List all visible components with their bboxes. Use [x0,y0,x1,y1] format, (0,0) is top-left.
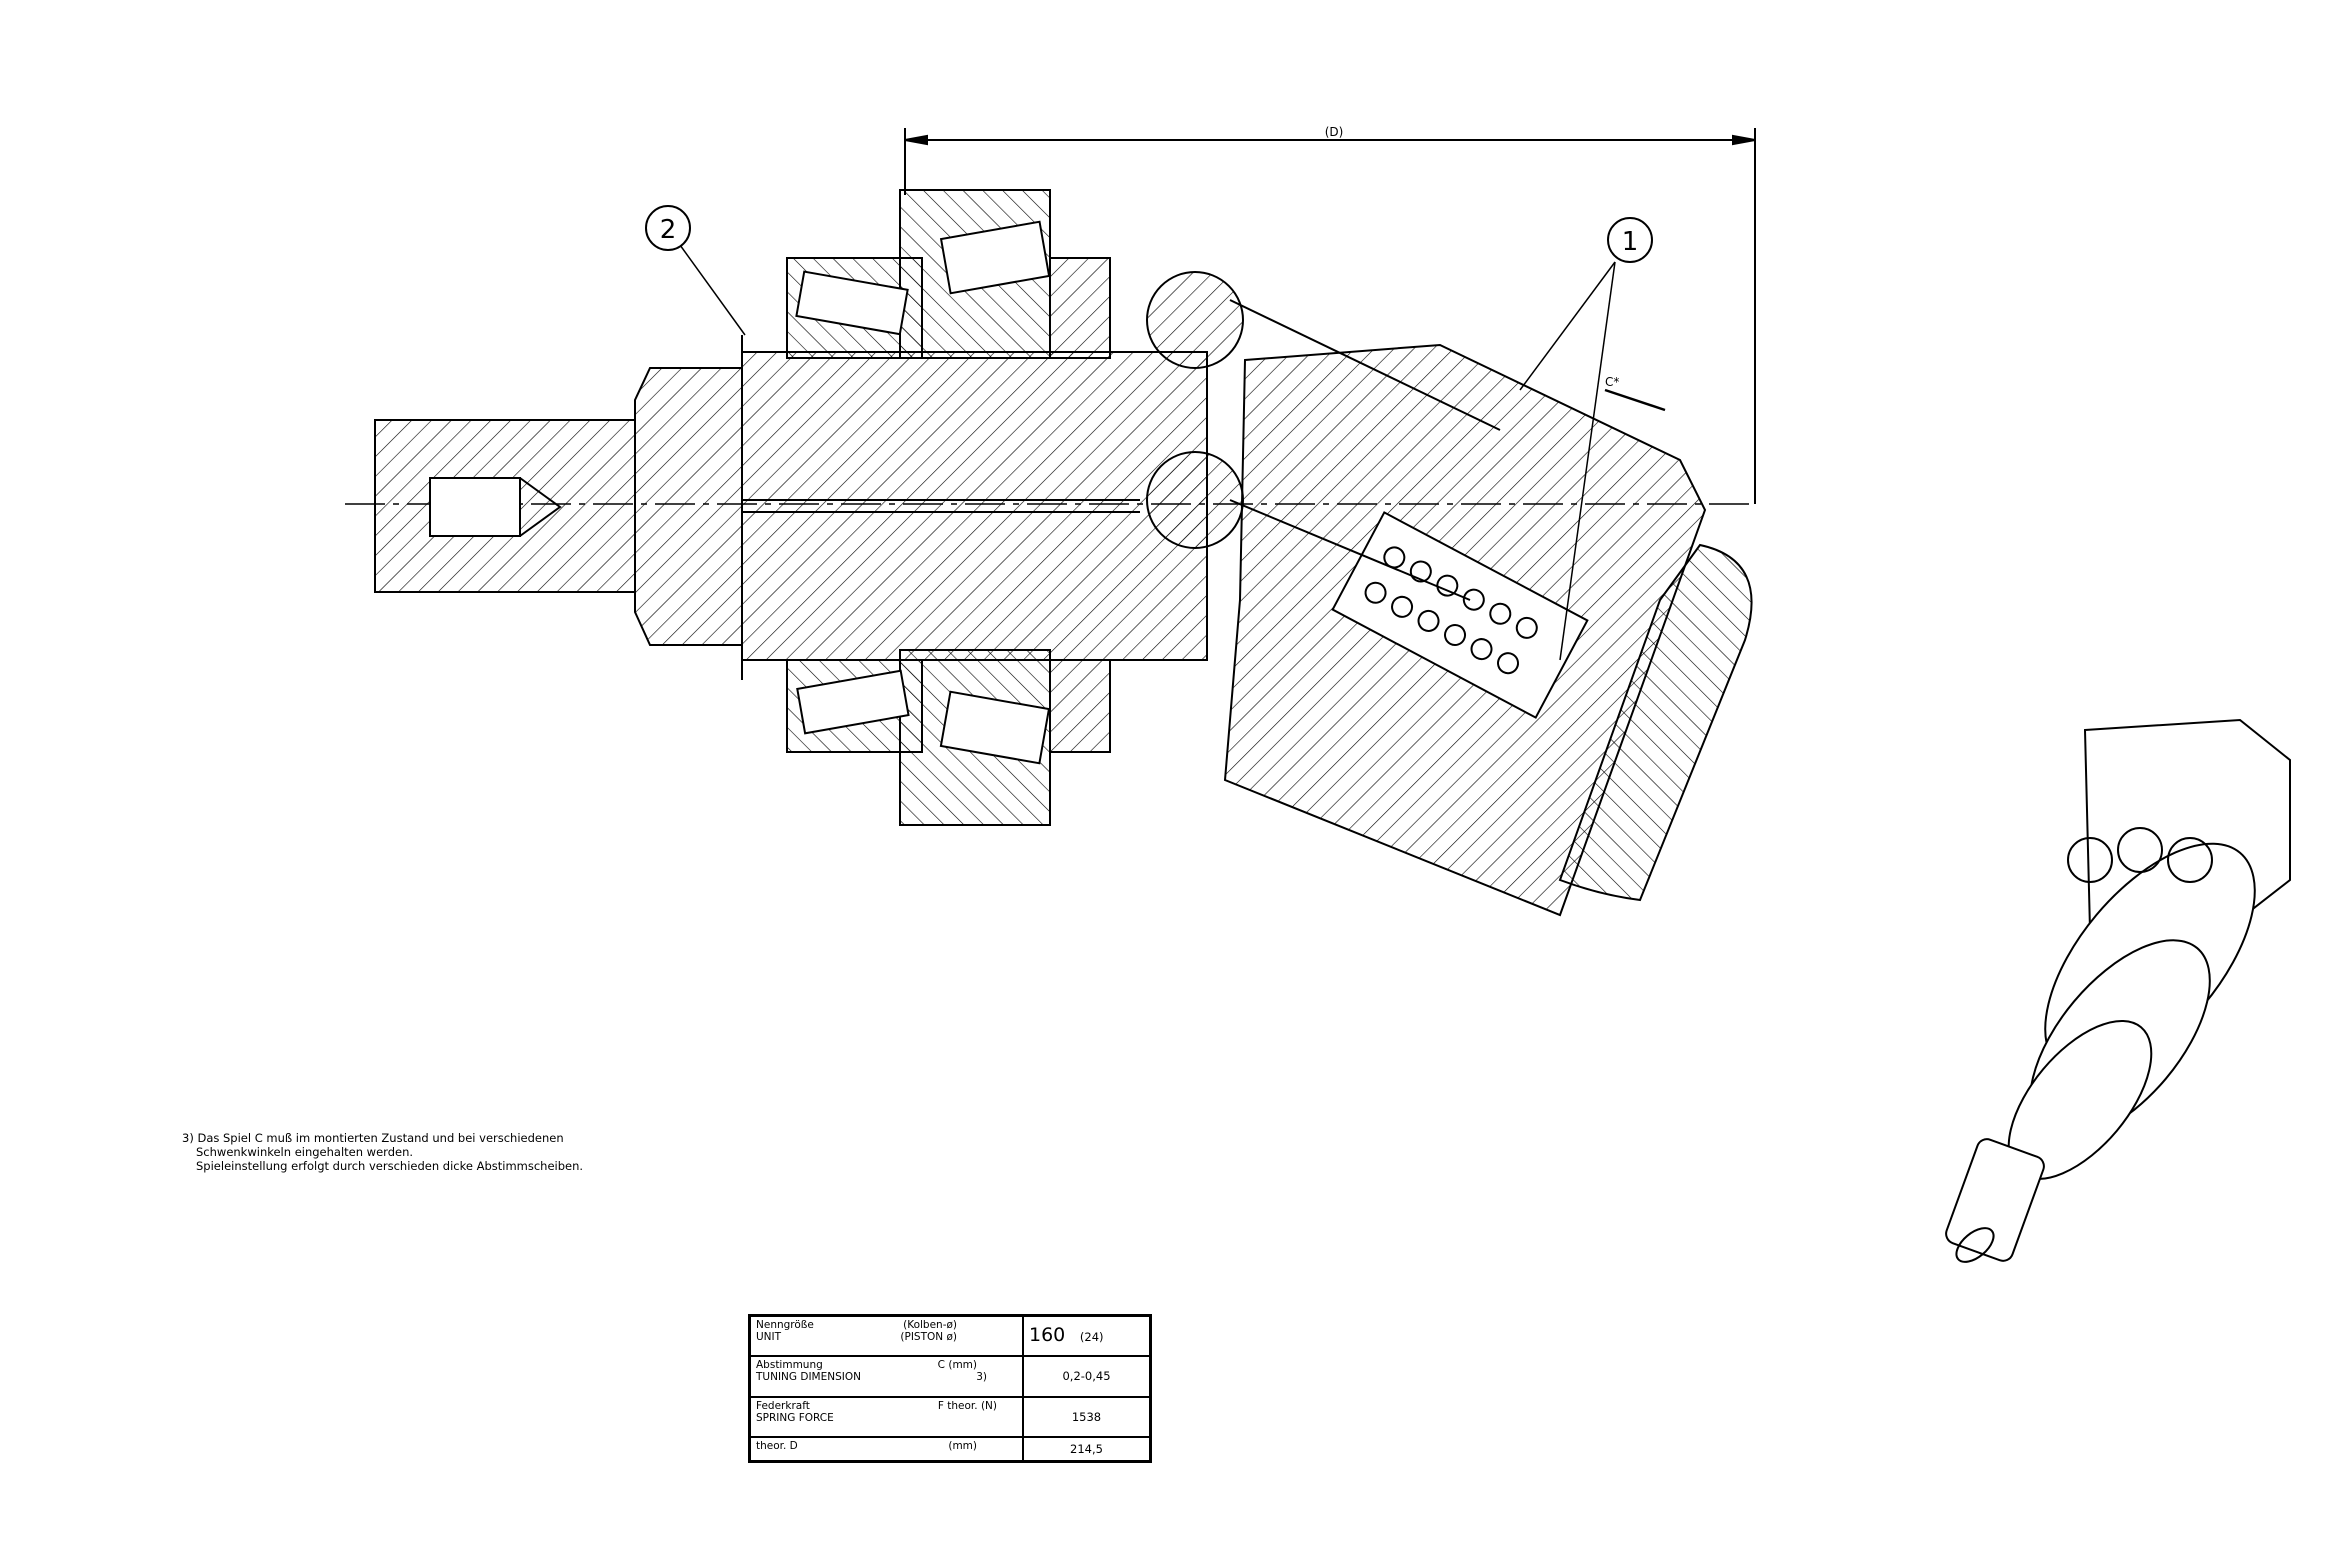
note-line: Schwenkwinkeln eingehalten werden. [196,1145,414,1159]
callout-1-circle [1607,217,1653,263]
bearing-top [786,189,1111,359]
param: F theor. (N) [937,1399,997,1412]
value: 214,5 [1022,1435,1152,1463]
value: 1538 [1022,1395,1152,1438]
dimension-label: (D) [1325,125,1344,139]
callout-2: 2 [660,215,677,245]
note-line: Spieleinstellung erfolgt durch verschied… [196,1159,584,1173]
valve-plate [1558,543,1753,902]
value-extra: (24) [1079,1330,1104,1345]
table-row: Nenngröße (Kolben-ø) UNIT (PISTON ø) 160 (… [748,1314,1152,1358]
label: Abstimmung [756,1359,823,1372]
bearing-bottom [786,649,1111,826]
label: SPRING FORCE [756,1411,834,1424]
table-row: Federkraft F theor. (N) SPRING FORCE 1538 [748,1395,1152,1438]
piston-ball-top [1146,271,1244,369]
note-line: 3) Das Spiel C muß im montierten Zustand… [182,1131,564,1145]
param: 3) [976,1371,987,1384]
param: (PISTON ø) [900,1331,957,1343]
callout-2-circle [645,205,691,251]
pump-3d-render [1945,718,2291,1263]
piston-ball-center [1146,451,1244,549]
param: (mm) [948,1439,977,1452]
value: 0,2-0,45 [1022,1355,1152,1398]
overall-dimension [904,128,1756,504]
spec-table: Nenngröße (Kolben-ø) UNIT (PISTON ø) 160 (… [748,1314,1152,1463]
table-row: theor. D (mm) 214,5 [748,1435,1152,1463]
drive-shaft [374,335,1208,680]
label: TUNING DIMENSION [756,1371,861,1384]
label: theor. D [756,1439,798,1452]
assembly-note: 3) Das Spiel C muß im montierten Zustand… [182,1131,583,1173]
clearance-label: C* [1605,375,1619,389]
table-row: Abstimmung C (mm) TUNING DIMENSION 3) 0,2-… [748,1355,1152,1398]
callout-1: 1 [1622,227,1639,257]
param: C (mm) [937,1359,977,1372]
label: UNIT [756,1331,782,1343]
cylinder-block [1223,299,1707,917]
param: (Kolben-ø) [903,1319,957,1331]
label: Federkraft [756,1399,810,1412]
label: Nenngröße [756,1319,814,1331]
value: 160 [1029,1324,1066,1347]
